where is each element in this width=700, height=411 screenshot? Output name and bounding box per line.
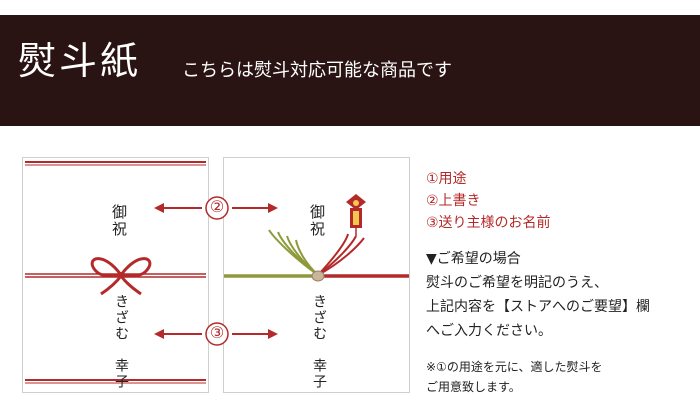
noshi-card-left: 御祝 きざむ 幸子	[22, 157, 209, 393]
arrow-marker-3	[154, 322, 278, 346]
legend-item-omote: ②上書き	[426, 193, 481, 209]
omote-text-left: 御祝	[110, 204, 128, 238]
name-text-right: きざむ 幸子	[311, 294, 327, 390]
omote-text-right: 御祝	[308, 204, 326, 238]
noshi-right-art	[224, 194, 409, 282]
noshi-card-right: 御祝 きざむ 幸子	[223, 157, 410, 393]
legend-body-line3: へご入力ください。	[426, 323, 552, 339]
header-bar	[0, 15, 700, 126]
legend-item-sender: ③送り主様のお名前	[426, 215, 551, 231]
page-title: 熨斗紙	[18, 39, 142, 83]
legend-heading: ▼ご希望の場合	[426, 251, 521, 267]
noshi-left-art	[25, 161, 206, 384]
legend-body-line2: 上記内容を【ストアへのご要望】欄	[426, 299, 650, 315]
legend-body-line1: 熨斗のご希望を明記のうえ、	[426, 275, 608, 291]
marker-2-label: ②	[209, 197, 225, 216]
legend-note-line2: ご用意致します。	[426, 380, 521, 394]
arrow-marker-2	[154, 196, 278, 220]
legend-item-usage: ①用途	[426, 171, 467, 187]
legend-note-line1: ※①の用途を元に、適した熨斗を	[426, 360, 603, 374]
page-subtitle: こちらは熨斗対応可能な商品です	[182, 60, 452, 81]
noshi-ornament-icon	[346, 194, 366, 236]
name-text-left: きざむ 幸子	[113, 294, 129, 390]
marker-3-label: ③	[209, 323, 225, 342]
